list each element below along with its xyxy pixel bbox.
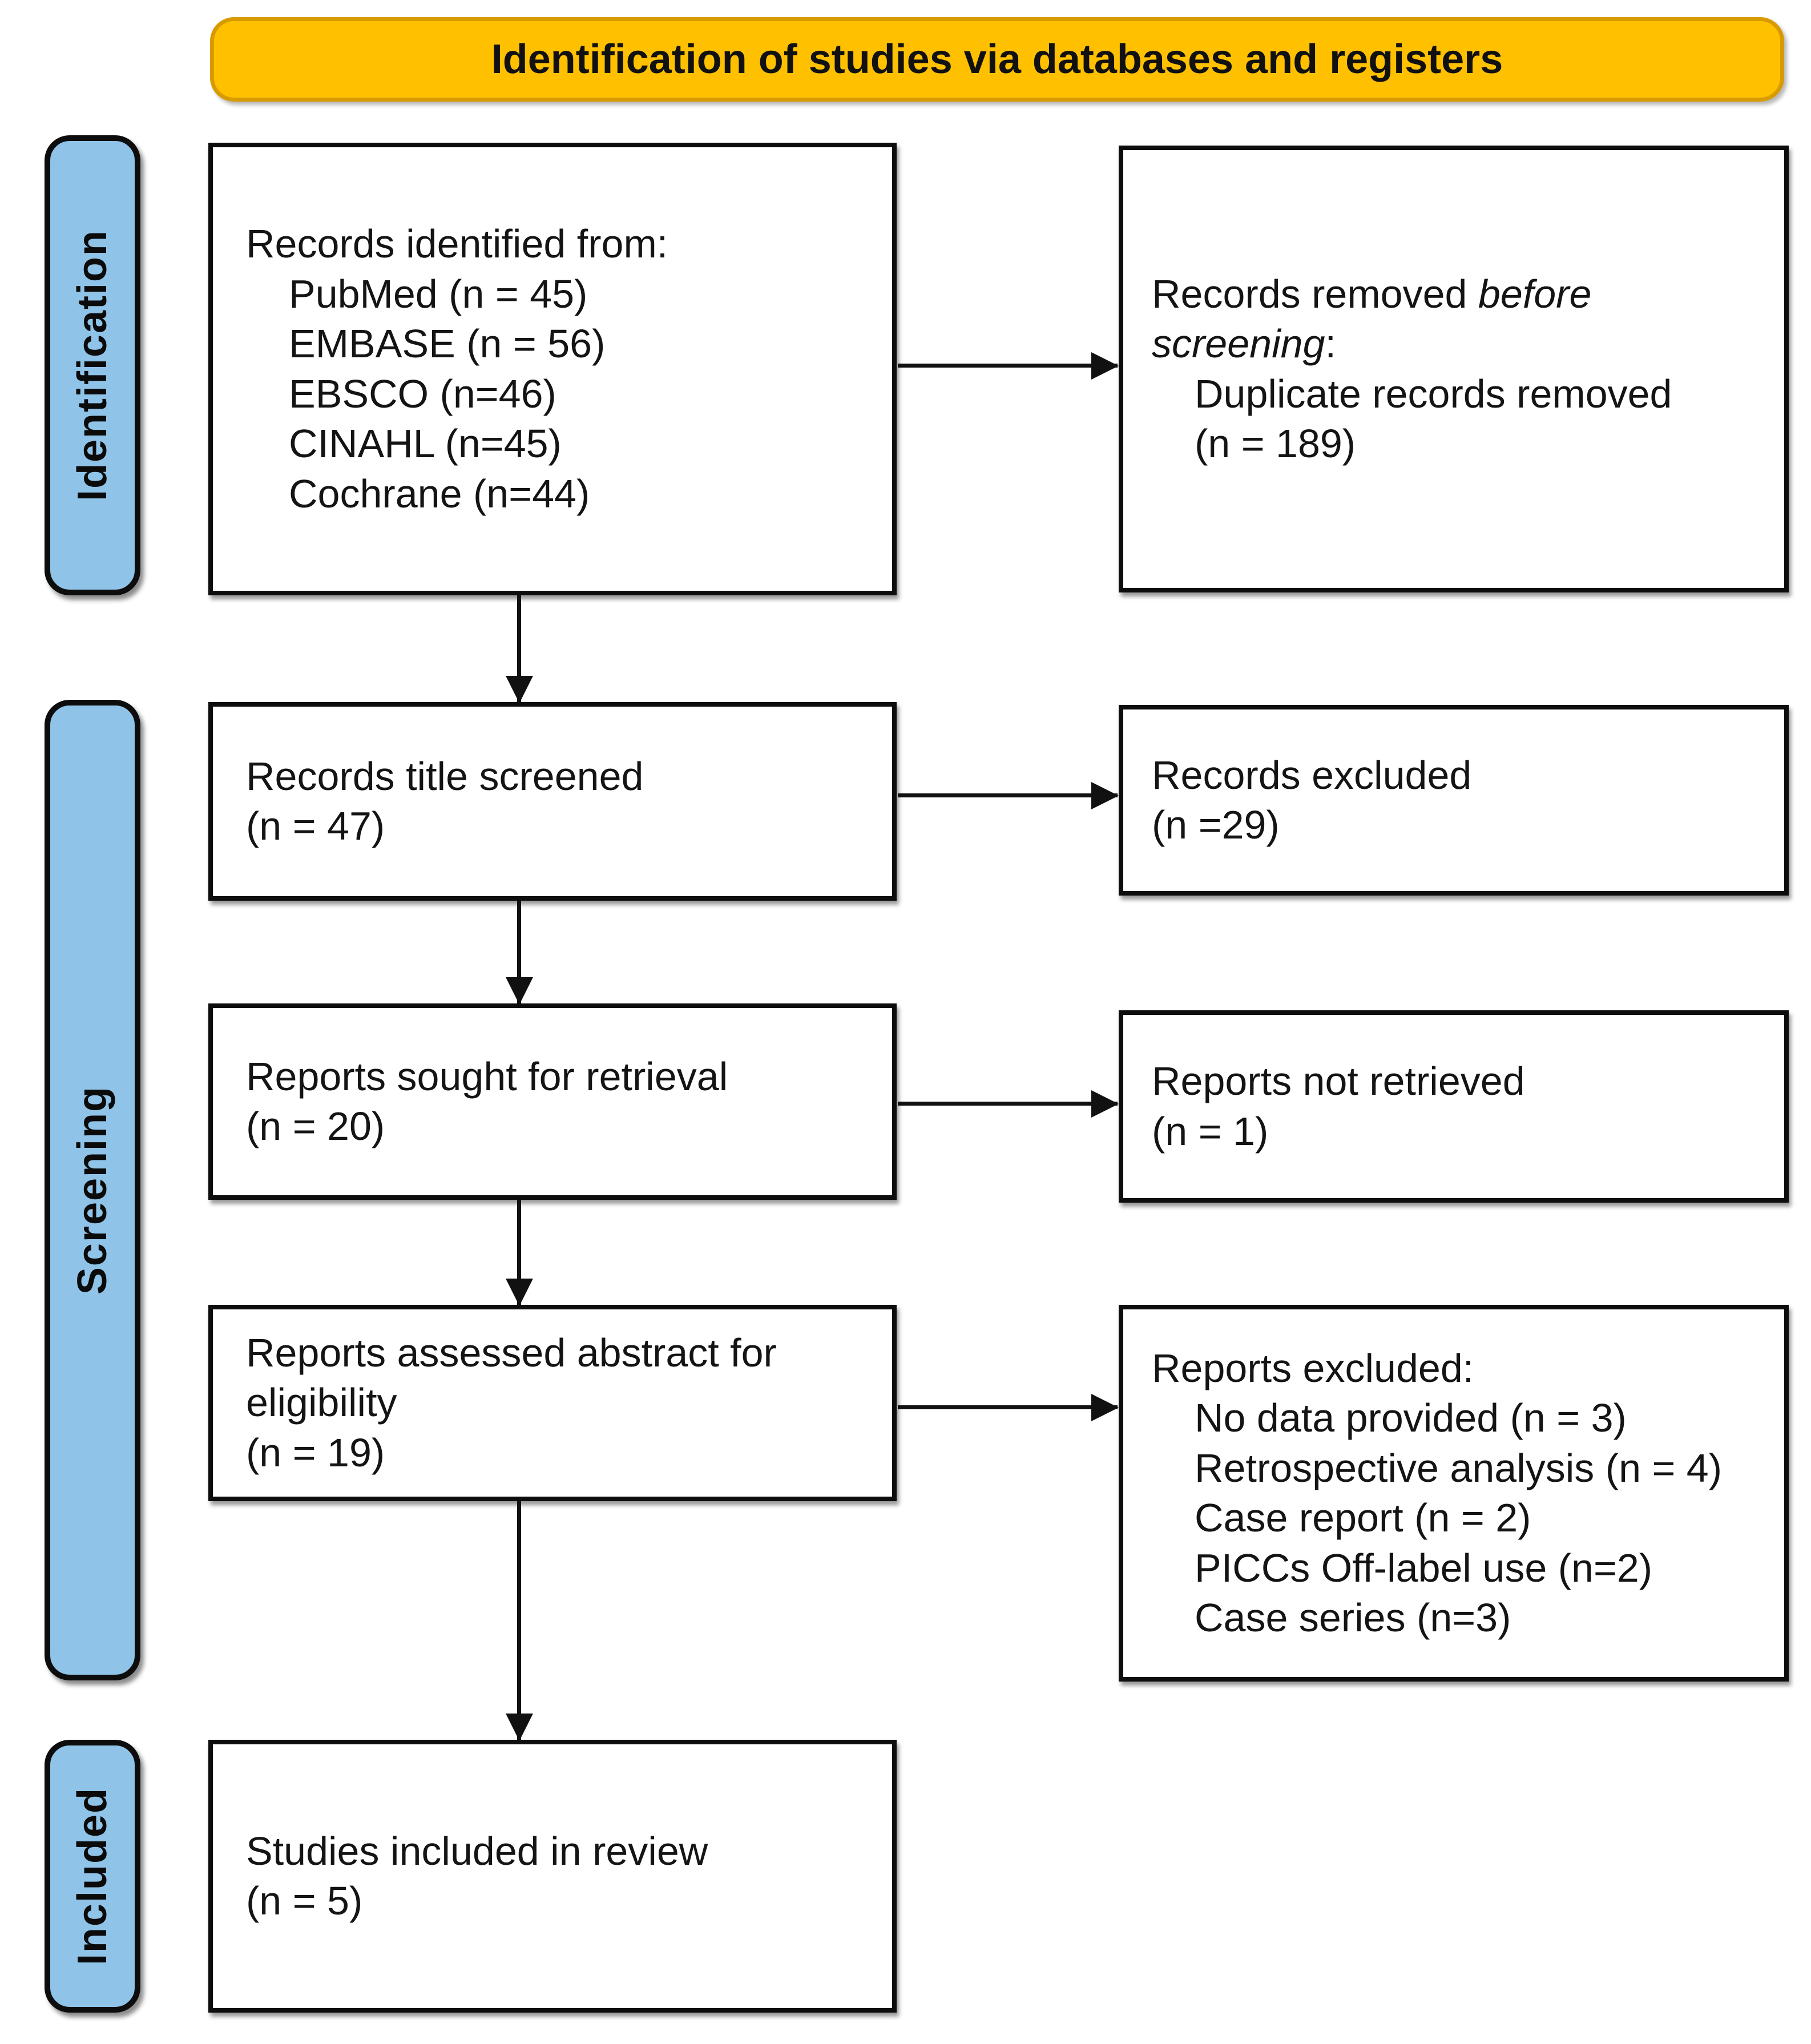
records-removed-italic-before: before <box>1478 271 1592 316</box>
records-removed-prefix: Records removed <box>1152 271 1478 316</box>
source-pubmed: PubMed (n = 45) <box>289 271 588 316</box>
box-reports-assessed-count: (n = 19) <box>246 1430 385 1475</box>
excluded-case-report: Case report (n = 2) <box>1195 1495 1531 1540</box>
box-reports-assessed-label-line2: eligibility <box>246 1380 397 1425</box>
box-reports-not-retrieved-label: Reports not retrieved <box>1152 1059 1525 1103</box>
arrow-assessed-to-included <box>517 1501 521 1740</box>
stage-bar-included: Included <box>45 1740 140 2013</box>
arrow-sought-to-not-retrieved <box>898 1102 1118 1106</box>
source-cochrane: Cochrane (n=44) <box>289 471 590 516</box>
box-reports-excluded: Reports excluded: No data provided (n = … <box>1119 1305 1789 1682</box>
duplicates-removed-label: Duplicate records removed <box>1195 371 1672 416</box>
source-embase: EMBASE (n = 56) <box>289 321 606 366</box>
box-records-screened-label: Records title screened <box>246 753 644 799</box>
arrow-assessed-to-reports-excluded <box>898 1405 1118 1409</box>
box-reports-not-retrieved: Reports not retrieved (n = 1) <box>1119 1010 1789 1203</box>
excluded-case-series: Case series (n=3) <box>1195 1595 1511 1640</box>
box-reports-sought-count: (n = 20) <box>246 1104 385 1148</box>
arrow-screened-to-sought <box>517 901 521 1003</box>
records-removed-italic-screening: screening <box>1152 321 1325 366</box>
arrow-identified-to-screened <box>517 595 521 702</box>
box-records-removed: Records removed before screening: Duplic… <box>1119 146 1789 592</box>
box-records-identified-label: Records identified from: <box>246 221 668 266</box>
box-reports-not-retrieved-count: (n = 1) <box>1152 1108 1269 1154</box>
box-reports-excluded-label: Reports excluded: <box>1152 1345 1474 1390</box>
stage-label-included: Included <box>70 1787 115 1965</box>
box-studies-included-label: Studies included in review <box>246 1828 708 1873</box>
box-records-removed-label-line2: screening: <box>1152 319 1767 369</box>
box-studies-included: Studies included in review (n = 5) <box>208 1740 897 2013</box>
box-records-excluded-label: Records excluded <box>1152 752 1472 797</box>
excluded-retrospective: Retrospective analysis (n = 4) <box>1195 1445 1723 1490</box>
arrow-identified-to-removed <box>898 364 1118 368</box>
source-ebsco: EBSCO (n=46) <box>289 371 556 416</box>
box-studies-included-count: (n = 5) <box>246 1878 363 1923</box>
stage-label-identification: Identification <box>70 229 115 501</box>
source-cinahl: CINAHL (n=45) <box>289 421 562 466</box>
box-records-identified: Records identified from: PubMed (n = 45)… <box>208 143 897 595</box>
arrow-screened-to-excluded <box>898 793 1118 797</box>
duplicates-removed-count: (n = 189) <box>1195 421 1356 466</box>
box-reports-assessed: Reports assessed abstract for eligibilit… <box>208 1305 897 1501</box>
box-records-excluded: Records excluded (n =29) <box>1119 705 1789 896</box>
stage-label-screening: Screening <box>70 1085 115 1295</box>
arrow-sought-to-assessed <box>517 1200 521 1305</box>
box-records-screened: Records title screened (n = 47) <box>208 702 897 901</box>
records-removed-colon: : <box>1325 321 1336 366</box>
box-reports-assessed-label-line1: Reports assessed abstract for <box>246 1330 777 1375</box>
box-records-excluded-count: (n =29) <box>1152 803 1280 847</box>
box-records-removed-label-line1: Records removed before <box>1152 269 1767 320</box>
box-records-screened-count: (n = 47) <box>246 804 385 848</box>
banner-identification-via-databases: Identification of studies via databases … <box>210 17 1784 102</box>
box-reports-sought: Reports sought for retrieval (n = 20) <box>208 1003 897 1200</box>
box-reports-sought-label: Reports sought for retrieval <box>246 1054 728 1099</box>
stage-bar-screening: Screening <box>45 700 140 1680</box>
banner-title: Identification of studies via databases … <box>491 37 1503 82</box>
excluded-picc-offlabel: PICCs Off-label use (n=2) <box>1195 1545 1653 1590</box>
stage-bar-identification: Identification <box>45 135 140 595</box>
excluded-no-data: No data provided (n = 3) <box>1195 1396 1627 1440</box>
